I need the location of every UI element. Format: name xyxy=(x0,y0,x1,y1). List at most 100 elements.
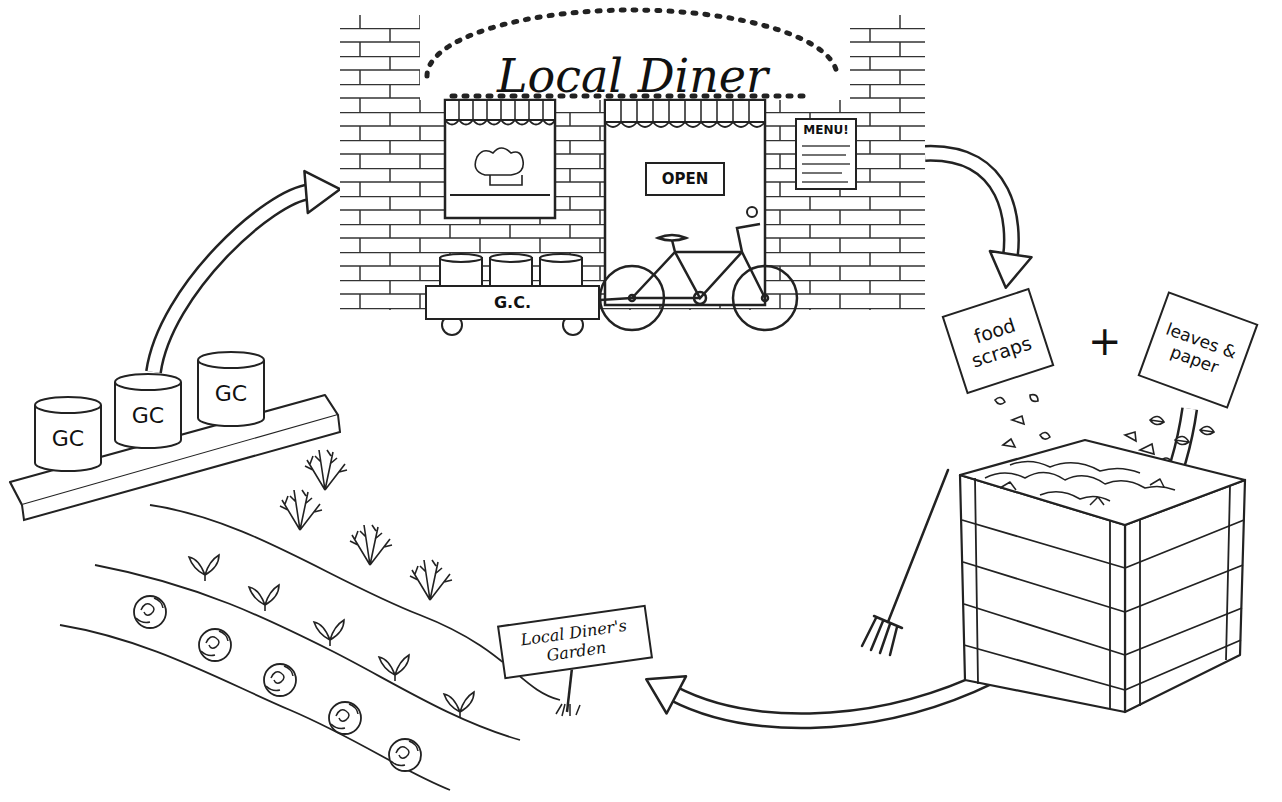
node-text: MENU! xyxy=(803,123,848,137)
compost-bin xyxy=(975,478,1230,709)
sprout-plants xyxy=(189,555,219,581)
lettuce-plants xyxy=(134,596,421,771)
pitchfork xyxy=(888,470,948,622)
sprout-plants xyxy=(314,620,344,646)
garden-sign: Local Diner's Garden xyxy=(497,605,653,679)
bush-plants xyxy=(280,450,452,600)
can-body xyxy=(35,405,101,471)
arrow-outline xyxy=(925,153,1011,258)
wagon-pails xyxy=(440,254,482,262)
falling-scraps xyxy=(1030,395,1038,402)
diner-door xyxy=(605,100,765,305)
falling-scraps xyxy=(1140,444,1154,454)
node-text: food scraps xyxy=(955,308,1041,373)
compost-bin xyxy=(985,461,1175,505)
falling-scraps xyxy=(1200,426,1214,434)
gc-can: GC xyxy=(112,372,184,450)
can-body xyxy=(115,382,181,448)
diner-window xyxy=(475,148,523,185)
node-text: G.C. xyxy=(494,293,531,312)
cycle-arrow xyxy=(154,171,341,372)
cycle-arrow xyxy=(925,153,1032,288)
garden-rows xyxy=(60,625,450,790)
diner-door xyxy=(747,207,757,217)
arrow-head xyxy=(304,171,340,213)
falling-scraps xyxy=(1012,416,1024,424)
bicycle xyxy=(658,235,686,241)
plus-sign: + xyxy=(1088,318,1122,364)
diner-window xyxy=(445,100,555,218)
gc-can: GC xyxy=(32,395,104,473)
bush-plants xyxy=(305,450,347,490)
lettuce-plants xyxy=(264,664,296,696)
lettuce-plants xyxy=(199,629,231,661)
sign-stake xyxy=(556,668,580,716)
sign-stake xyxy=(556,704,580,716)
menu-poster xyxy=(795,118,857,190)
diner-door xyxy=(605,122,765,127)
pitchfork xyxy=(862,616,902,655)
sprout-plants xyxy=(379,655,409,681)
compost-bin xyxy=(962,520,1125,690)
lettuce-plants xyxy=(329,702,361,734)
bicycle xyxy=(694,292,706,304)
compost-bin xyxy=(960,440,1245,712)
node-text: GC xyxy=(52,426,84,451)
bush-plants xyxy=(280,490,322,530)
node-text: leaves & paper xyxy=(1154,318,1243,383)
falling-scraps xyxy=(1003,439,1015,447)
gc-can: GC xyxy=(195,350,267,428)
brick-wall xyxy=(340,4,925,310)
food-scraps-bag: food scraps xyxy=(942,288,1055,394)
diner-window xyxy=(459,100,543,120)
garden-rows xyxy=(60,505,560,790)
arrow-head xyxy=(990,251,1032,288)
compost-bin xyxy=(960,440,1245,525)
can-lid xyxy=(198,352,264,368)
arrow-outline xyxy=(154,192,311,372)
bicycle xyxy=(600,224,797,330)
falling-scraps xyxy=(1125,432,1136,441)
menu-poster: MENU! xyxy=(795,118,857,190)
falling-scraps xyxy=(1150,416,1164,424)
wagon-body: G.C. xyxy=(425,285,600,320)
bush-plants xyxy=(350,525,392,565)
diner-door xyxy=(621,100,749,122)
diner-window xyxy=(445,100,555,218)
bicycle xyxy=(600,298,632,300)
diner-door xyxy=(605,100,765,305)
bicycle xyxy=(632,224,765,298)
menu-poster xyxy=(802,146,850,182)
can-lid xyxy=(115,374,181,390)
open-sign: OPEN xyxy=(645,162,725,196)
leaves-paper-bag: leaves & paper xyxy=(1138,291,1259,408)
node-text: Local Diner xyxy=(497,49,768,103)
garden-rows xyxy=(150,505,560,700)
diner-door xyxy=(605,100,765,122)
falling-scraps xyxy=(995,397,1005,404)
diner-window xyxy=(445,100,555,120)
pitchfork xyxy=(862,470,948,655)
node-text: Local Diner's Garden xyxy=(506,614,644,670)
falling-scraps xyxy=(1175,436,1189,444)
arrow-head xyxy=(646,676,686,713)
can-lid xyxy=(35,397,101,413)
sprout-plants xyxy=(189,555,474,718)
wagon-pails xyxy=(490,254,532,262)
diner-building: Local DinerOPEN MENU! xyxy=(340,15,925,315)
arrow-body xyxy=(925,153,1011,258)
bush-plants xyxy=(410,560,452,600)
sprout-plants xyxy=(444,692,474,718)
falling-scraps xyxy=(1040,432,1050,439)
lettuce-plants xyxy=(134,596,166,628)
diner-window xyxy=(450,194,550,196)
sprout-plants xyxy=(249,585,279,611)
compost-bin xyxy=(1125,520,1244,690)
menu-poster xyxy=(795,118,857,190)
node-text: GC xyxy=(215,381,247,406)
wagon-pails xyxy=(540,254,582,262)
node-text: GC xyxy=(132,403,164,428)
diner-window xyxy=(445,120,555,125)
node-text: OPEN xyxy=(662,170,709,188)
